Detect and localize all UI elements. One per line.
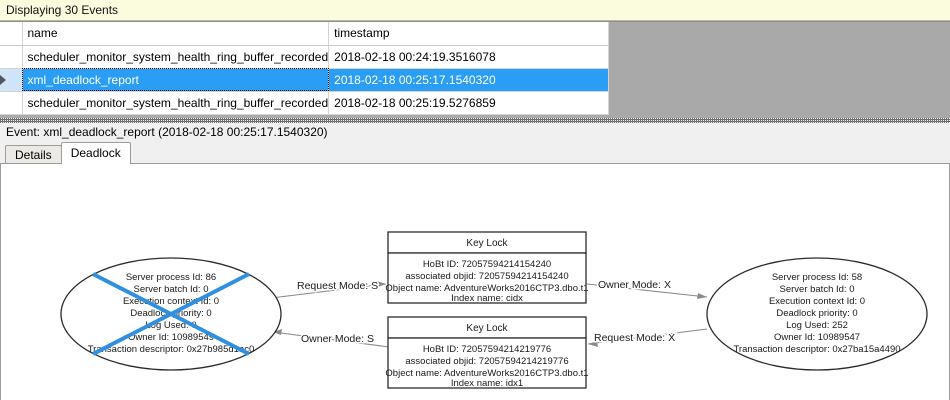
horizontal-splitter[interactable] [0, 118, 950, 123]
edge-label-owner-mode-s: Owner Mode: S [300, 332, 376, 347]
row-selector-cell[interactable] [0, 68, 23, 92]
row-selector-header [0, 22, 23, 46]
victim-process-node[interactable]: Server process Id: 86 Server batch Id: 0… [60, 257, 282, 371]
deadlock-graph-canvas[interactable]: Server process Id: 86 Server batch Id: 0… [0, 163, 950, 400]
events-banner-label: Displaying 30 Events [6, 3, 119, 17]
cell-timestamp[interactable]: 2018-02-18 00:24:19.3516078 [328, 45, 610, 69]
event-header: Event: xml_deadlock_report (2018-02-18 0… [0, 123, 950, 141]
edge-owner-mode-s [272, 329, 390, 348]
edge-label-1-text: Owner Mode: S [301, 333, 374, 345]
cell-name[interactable]: scheduler_monitor_system_health_ring_buf… [22, 91, 330, 115]
surviving-line-6: Transaction descriptor: 0x27ba15a4490 [733, 344, 900, 355]
cell-timestamp[interactable]: 2018-02-18 00:25:19.5276859 [328, 91, 610, 115]
victim-line-5: Owner Id: 10989549 [128, 332, 214, 343]
edge-label-2-text: Owner Mode: X [598, 279, 671, 291]
resource-0-line-2: Object name: AdventureWorks2016CTP3.dbo.… [385, 283, 588, 294]
events-grid[interactable]: name timestamp scheduler_monitor_system_… [0, 21, 950, 118]
surviving-line-1: Server batch Id: 0 [780, 284, 855, 295]
surviving-process-node[interactable]: Server process Id: 58 Server batch Id: 0… [706, 257, 928, 371]
surviving-line-2: Execution context Id: 0 [769, 296, 865, 307]
surviving-line-3: Deadlock priority: 0 [776, 308, 857, 319]
tab-details[interactable]: Details [5, 145, 62, 165]
resource-node-0[interactable]: Key Lock HoBt ID: 72057594214154240 asso… [385, 231, 589, 304]
edge-label-3-text: Request Mode: X [594, 332, 675, 344]
resource-0-line-1: associated objid: 72057594214154240 [405, 271, 568, 282]
table-row[interactable]: xml_deadlock_report 2018-02-18 00:25:17.… [0, 68, 610, 92]
resource-0-line-0: HoBt ID: 72057594214154240 [423, 259, 551, 270]
resource-1-line-2: Object name: AdventureWorks2016CTP3.dbo.… [385, 368, 588, 379]
victim-cross-icon [92, 272, 250, 356]
cell-timestamp[interactable]: 2018-02-18 00:25:17.1540320 [328, 68, 610, 92]
row-selector-cell[interactable] [0, 45, 23, 69]
resource-1-title: Key Lock [466, 323, 508, 334]
victim-line-4: Log Used: 0 [145, 320, 196, 331]
row-selector-cell[interactable] [0, 91, 23, 115]
resource-0-line-3: Index name: cidx [451, 293, 523, 304]
surviving-line-4: Log Used: 252 [786, 320, 848, 331]
surviving-line-5: Owner Id: 10989547 [774, 332, 860, 343]
events-grid-table: name timestamp scheduler_monitor_system_… [0, 22, 610, 115]
event-header-label: Event: xml_deadlock_report (2018-02-18 0… [6, 125, 328, 139]
edge-label-0-text: Request Mode: S [297, 280, 378, 292]
edge-label-request-mode-s: Request Mode: S [296, 279, 380, 294]
victim-line-6: Transaction descriptor: 0x27b985d1ac0 [88, 344, 255, 355]
row-select-arrow-icon [0, 75, 6, 86]
victim-line-1: Server batch Id: 0 [134, 284, 209, 295]
table-row[interactable]: scheduler_monitor_system_health_ring_buf… [0, 91, 610, 115]
tab-deadlock[interactable]: Deadlock [60, 142, 131, 164]
edge-label-request-mode-x: Request Mode: X [593, 331, 677, 346]
tabstrip: Details Deadlock [0, 142, 950, 165]
table-row[interactable]: scheduler_monitor_system_health_ring_buf… [0, 45, 610, 69]
resource-node-1[interactable]: Key Lock HoBt ID: 72057594214219776 asso… [385, 316, 589, 389]
resource-0-title: Key Lock [466, 238, 508, 249]
victim-line-2: Execution context Id: 0 [123, 296, 219, 307]
events-grid-header-row: name timestamp [0, 22, 610, 46]
events-banner: Displaying 30 Events [0, 0, 950, 21]
resource-1-line-1: associated objid: 72057594214219776 [405, 356, 568, 367]
surviving-line-0: Server process Id: 58 [772, 272, 862, 283]
victim-line-0: Server process Id: 86 [126, 272, 216, 283]
column-header-name[interactable]: name [22, 22, 330, 46]
edge-owner-mode-x [586, 283, 708, 299]
cell-name[interactable]: xml_deadlock_report [22, 68, 330, 92]
resource-1-line-3: Index name: idx1 [451, 378, 523, 389]
column-header-timestamp[interactable]: timestamp [328, 22, 610, 46]
edge-request-mode-s [270, 281, 387, 299]
edge-request-mode-x [587, 328, 708, 347]
cell-name[interactable]: scheduler_monitor_system_health_ring_buf… [22, 45, 330, 69]
resource-1-line-0: HoBt ID: 72057594214219776 [423, 344, 551, 355]
edge-label-owner-mode-x: Owner Mode: X [597, 278, 673, 293]
